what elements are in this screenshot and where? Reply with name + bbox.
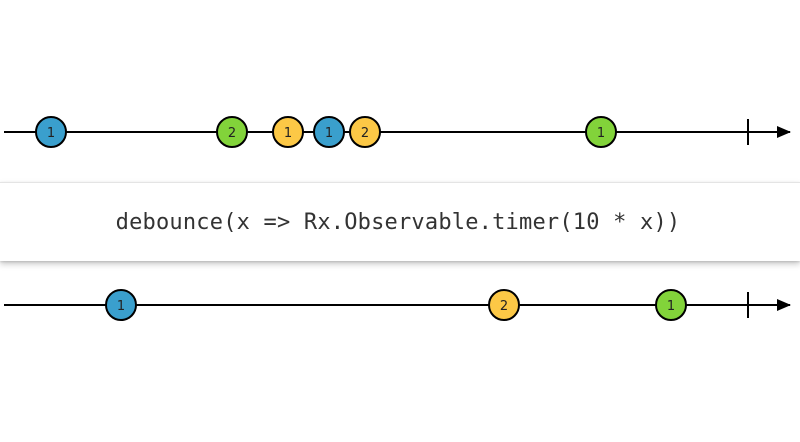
input-marble-label: 1 <box>325 126 333 141</box>
input-marble-3: 1 <box>272 116 304 148</box>
input-marble-circle <box>313 116 345 148</box>
input-marble-label: 1 <box>47 126 55 141</box>
output-marble-label: 2 <box>500 299 508 314</box>
output-marble-circle <box>488 289 520 321</box>
input-marble-circle <box>272 116 304 148</box>
output-marble-label: 1 <box>667 299 675 314</box>
output-marble-circle <box>655 289 687 321</box>
output-marble-1: 1 <box>105 289 137 321</box>
input-marble-circle <box>35 116 67 148</box>
input-marble-5: 2 <box>349 116 381 148</box>
output-marbles: 1 2 1 <box>105 289 687 321</box>
input-marble-label: 1 <box>597 126 605 141</box>
input-marbles: 1 2 1 1 2 1 <box>35 116 617 148</box>
input-marble-4: 1 <box>313 116 345 148</box>
input-marble-label: 2 <box>228 126 236 141</box>
input-marble-6: 1 <box>585 116 617 148</box>
input-marble-circle <box>585 116 617 148</box>
input-marble-2: 2 <box>216 116 248 148</box>
operator-box: debounce(x => Rx.Observable.timer(10 * x… <box>0 182 800 261</box>
operator-label: debounce(x => Rx.Observable.timer(10 * x… <box>115 209 681 235</box>
output-marble-circle <box>105 289 137 321</box>
input-marble-label: 1 <box>284 126 292 141</box>
input-marble-circle <box>216 116 248 148</box>
input-timeline: 1 2 1 1 2 1 <box>4 116 791 148</box>
output-marble-2: 2 <box>488 289 520 321</box>
output-marble-3: 1 <box>655 289 687 321</box>
input-marble-1: 1 <box>35 116 67 148</box>
output-marble-label: 1 <box>117 299 125 314</box>
input-marble-label: 2 <box>361 126 369 141</box>
output-timeline: 1 2 1 <box>4 289 791 321</box>
input-marble-circle <box>349 116 381 148</box>
